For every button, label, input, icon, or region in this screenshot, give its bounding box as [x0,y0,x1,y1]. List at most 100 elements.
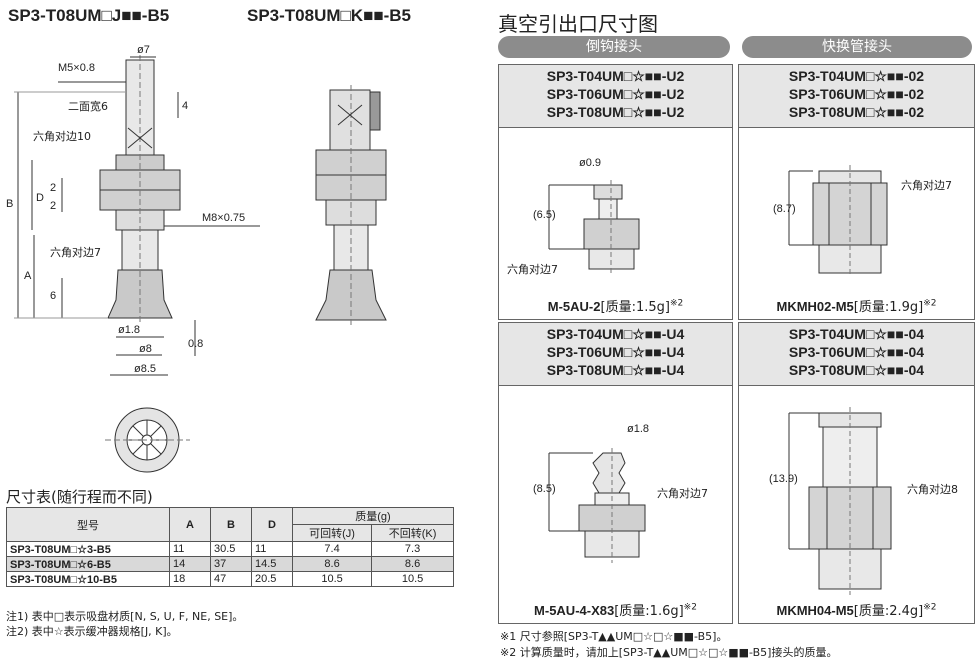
model-line: SP3-T08UM□☆■■-U4 [546,362,685,378]
footnote-ref: ※2 [923,602,937,613]
drawing-title-k: SP3-T08UM□K■■-B5 [247,6,411,25]
col-mass: 质量(g) [292,507,454,525]
cell-B: 30.5 [210,541,252,557]
cell-B: 37 [210,556,252,572]
fitting-drawing [788,407,892,595]
dim-139: (13.9) [769,473,798,485]
part-mass: [质量:1.6g] [614,604,684,619]
model-line: SP3-T08UM□☆■■-02 [788,104,925,120]
table-row: SP3-T08UM□☆6-B5 14 37 14.5 8.6 8.6 [6,556,454,572]
footnote-ref: ※2 [683,602,697,613]
dim-85: (8.5) [533,483,556,495]
cell-model: SP3-T08UM□☆10-B5 [6,571,170,587]
footnote-1: ※1 尺寸参照[SP3-T▲▲UM□☆□☆■■-B5]。 [500,630,728,643]
pad-drawing [14,55,387,473]
dim-phi18: ø1.8 [118,324,141,336]
fitting-drawing [548,448,646,563]
model-line: SP3-T06UM□☆■■-U2 [546,86,685,102]
cell-D: 20.5 [251,571,293,587]
part-number: MKMH04-M5 [776,603,854,618]
col-model: 型号 [6,507,170,542]
footnote-ref: ※2 [669,298,684,309]
panel-barb-u4: SP3-T04UM□☆■■-U4 SP3-T06UM□☆■■-U4 SP3-T0… [498,322,733,624]
label-hex8: 六角对边8 [907,483,958,496]
panel-foot: MKMH02-M5[质量:1.9g]※2 [739,296,974,315]
dim-phi18: ø1.8 [627,423,650,435]
model-line: SP3-T08UM□☆■■-U2 [546,104,685,120]
model-line: SP3-T04UM□☆■■-U4 [546,326,685,342]
col-A: A [169,507,211,542]
model-line: SP3-T04UM□☆■■-02 [788,68,925,84]
dim-m8: M8×0.75 [202,212,246,224]
panel-head: SP3-T04UM□☆■■-U4 SP3-T06UM□☆■■-U4 SP3-T0… [499,323,732,386]
dim-phi09: ø0.9 [579,157,602,169]
panel-barb-u2: SP3-T04UM□☆■■-U2 SP3-T06UM□☆■■-U2 SP3-T0… [498,64,733,320]
cell-A: 14 [169,556,211,572]
part-mass: [质量:2.4g] [853,604,924,619]
cell-D: 11 [251,541,293,557]
tab-quick: 快换管接头 [742,36,972,58]
label-hex7: 六角对边7 [50,246,101,259]
part-mass: [质量:1.9g] [853,300,924,315]
part-mass: [质量:1.5g] [600,300,670,315]
cell-K: 10.5 [371,571,454,587]
col-D: D [251,507,293,542]
panel-foot: M-5AU-4-X83[质量:1.6g]※2 [499,600,732,619]
dim-phi7: ø7 [137,44,150,56]
cell-K: 7.3 [371,541,454,557]
model-line: SP3-T06UM□☆■■-U4 [546,344,685,360]
fitting-drawing [788,165,888,277]
dim-four: 4 [182,100,189,112]
table-title: 尺寸表(随行程而不同) [6,488,153,506]
note-2: 注2) 表中☆表示缓冲器规格[J, K]。 [6,625,178,638]
label-hex10: 六角对边10 [33,130,91,143]
part-number: M-5AU-4-X83 [534,603,615,618]
cell-model: SP3-T08UM□☆3-B5 [6,541,170,557]
size-table: 型号 A B D 质量(g) 可回转(J) 不回转(K) SP3-T08UM□☆… [6,507,454,587]
cell-model: SP3-T08UM□☆6-B5 [6,556,170,572]
dim-D: D [36,192,44,204]
note-1: 注1) 表中□表示吸盘材质[N, S, U, F, NE, SE]。 [6,610,244,623]
col-norot: 不回转(K) [371,524,454,542]
model-line: SP3-T04UM□☆■■-04 [788,326,925,342]
cell-J: 10.5 [291,571,373,587]
panel-head: SP3-T04UM□☆■■-04 SP3-T06UM□☆■■-04 SP3-T0… [739,323,974,386]
part-number: M-5AU-2 [547,299,601,314]
label-hex7: 六角对边7 [657,487,708,500]
dim-p08: 0.8 [188,338,204,350]
tab-barb: 倒钩接头 [498,36,730,58]
dim-B: B [6,198,14,210]
label-two-face-width: 二面宽6 [68,100,108,113]
cell-B: 47 [210,571,252,587]
cell-J: 7.4 [291,541,373,557]
dim-87: (8.7) [773,203,796,215]
label-hex7: 六角对边7 [507,263,558,276]
panel-quick-04: SP3-T04UM□☆■■-04 SP3-T06UM□☆■■-04 SP3-T0… [738,322,975,624]
model-line: SP3-T06UM□☆■■-04 [788,344,925,360]
dim-six: 6 [50,290,57,302]
part-number: MKMH02-M5 [776,299,854,314]
col-rot: 可回转(J) [291,524,373,542]
label-hex7: 六角对边7 [901,179,952,192]
dim-A: A [24,270,32,282]
cell-J: 8.6 [291,556,373,572]
table-row: SP3-T08UM□☆10-B5 18 47 20.5 10.5 10.5 [6,571,454,587]
footnote-ref: ※2 [923,298,937,309]
panel-head: SP3-T04UM□☆■■-U2 SP3-T06UM□☆■■-U2 SP3-T0… [499,65,732,128]
dim-m5: M5×0.8 [58,62,95,74]
panel-quick-02: SP3-T04UM□☆■■-02 SP3-T06UM□☆■■-02 SP3-T0… [738,64,975,320]
right-title: 真空引出口尺寸图 [498,12,658,36]
cell-K: 8.6 [371,556,454,572]
dim-phi8: ø8 [139,343,152,355]
cell-A: 18 [169,571,211,587]
dim-65: (6.5) [533,209,556,221]
model-line: SP3-T08UM□☆■■-04 [788,362,925,378]
panel-foot: M-5AU-2[质量:1.5g]※2 [499,296,732,315]
dim-phi85: ø8.5 [134,363,157,375]
panel-head: SP3-T04UM□☆■■-02 SP3-T06UM□☆■■-02 SP3-T0… [739,65,974,128]
footnote-2: ※2 计算质量时，请加上[SP3-T▲▲UM□☆□☆■■-B5]接头的质量。 [500,646,838,659]
dim-two-a: 2 [50,182,57,194]
table-row: SP3-T08UM□☆3-B5 11 30.5 11 7.4 7.3 [6,541,454,557]
model-line: SP3-T04UM□☆■■-U2 [546,68,685,84]
dim-two-b: 2 [50,200,57,212]
